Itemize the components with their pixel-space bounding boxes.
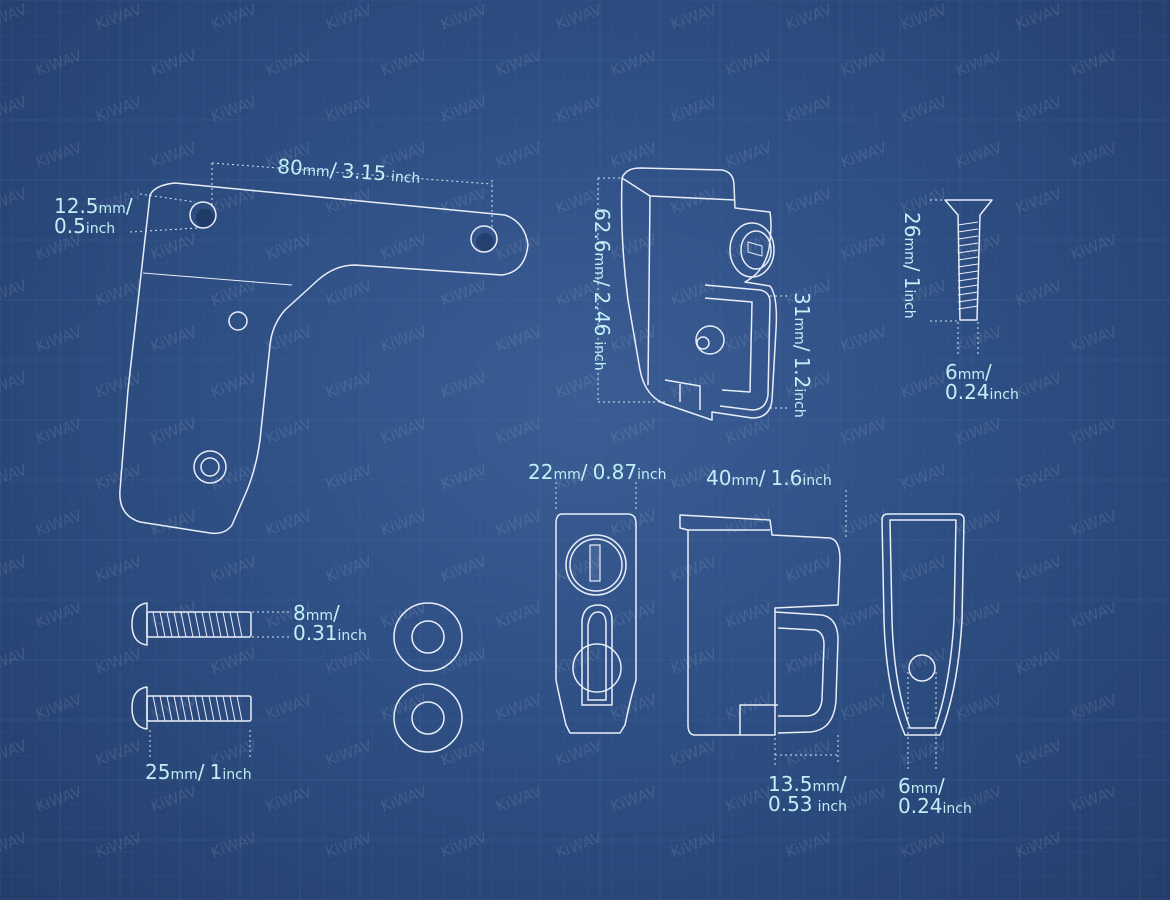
label-hook-depth: 13.5mm/ 0.53 inch [768,772,847,816]
label-clamp-height: 62.6mm/ 2.46 inch [590,208,614,371]
bracket-hole-bottom [193,450,227,484]
countersunk-screw [944,199,993,321]
label-side-depth: 40mm/ 1.6inch [706,466,832,490]
label-bracket-hole-dia: 12.5mm/ 0.5inch [54,194,133,238]
clamp-perspective [620,167,778,421]
bracket-hole-mid [228,311,248,331]
clamp-side-view [679,514,841,736]
button-bolt-upper [131,602,252,646]
label-screw-length: 26mm/ 1inch [900,212,924,319]
clamp-end-view [881,513,965,736]
clamp-front-view [555,513,637,734]
label-bolt-length: 25mm/ 1inch [145,760,252,784]
washer-upper [393,602,463,672]
label-bolt-dia: 8mm/ 0.31inch [293,601,367,645]
label-clamp-opening: 31mm/ 1.2inch [790,292,814,418]
label-front-width: 22mm/ 0.87inch [528,460,667,484]
label-screw-dia: 6mm/ 0.24inch [945,360,1019,404]
l-bracket [119,182,529,535]
bracket-hole-top [189,201,217,229]
washer-lower [393,683,463,753]
bracket-hole-end [470,225,498,253]
label-end-width: 6mm/ 0.24inch [898,774,972,818]
button-bolt-lower [131,686,252,730]
